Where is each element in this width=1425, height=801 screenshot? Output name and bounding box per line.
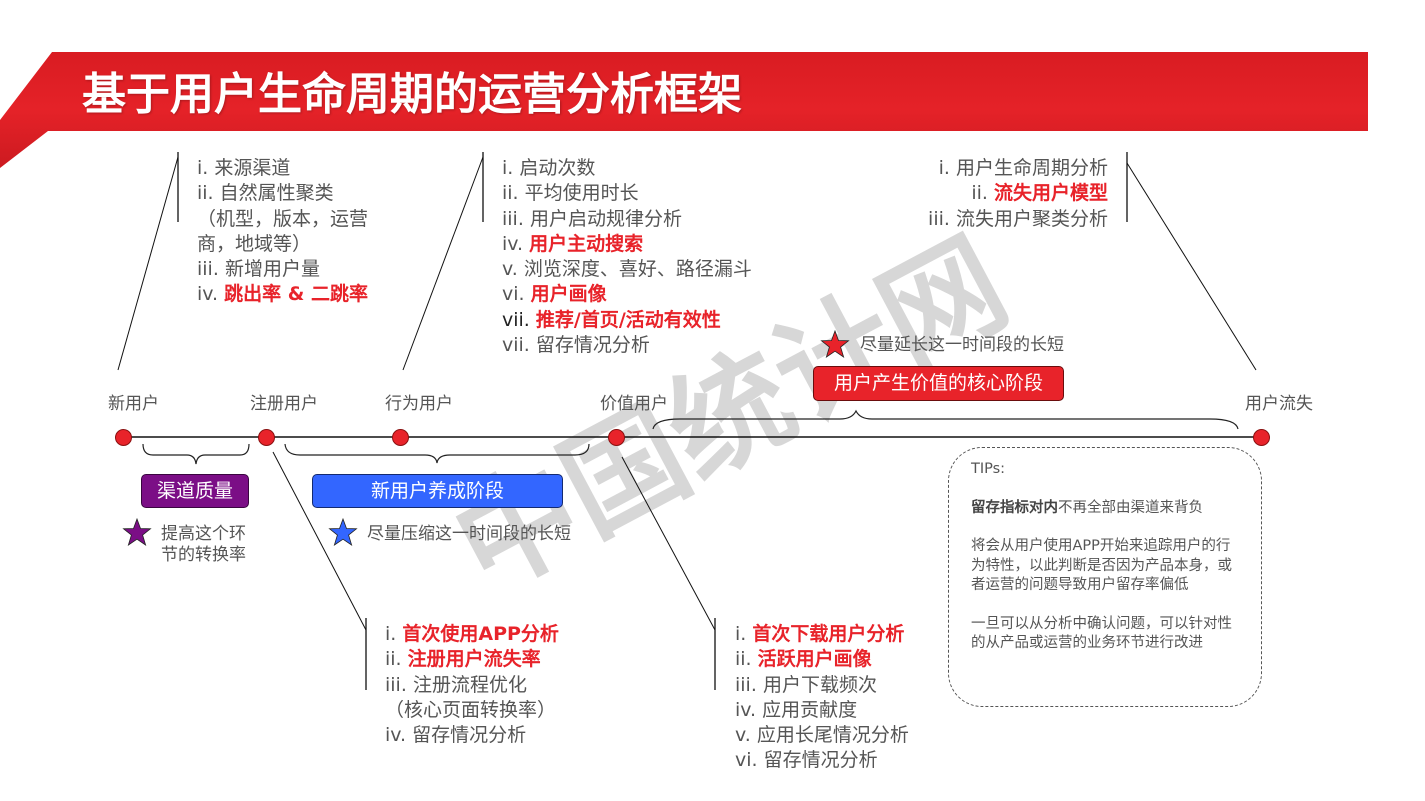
new-user-growth-note: 尽量压缩这一时间段的长短 <box>367 524 571 544</box>
timeline-node-registered-user[interactable] <box>258 429 275 446</box>
list-item: iv. 用户主动搜索 <box>502 232 644 255</box>
list-item: （机型，版本，运营 <box>197 207 369 230</box>
registered-user-metrics-list: i. 首次使用APP分析 ii. 注册用户流失率 iii. 注册流程优化 （核心… <box>385 622 559 748</box>
list-item: i. 首次下载用户分析 <box>735 623 905 645</box>
phase-new-user-growth: 新用户养成阶段 <box>312 474 563 508</box>
title-banner <box>0 52 1368 168</box>
churn-user-metrics-list: i. 用户生命周期分析 ii. 流失用户模型 iii. 流失用户聚类分析 <box>880 156 1108 232</box>
list-item: v. 浏览深度、喜好、路径漏斗 <box>502 258 752 281</box>
list-item: i. 启动次数 <box>502 157 596 179</box>
list-item: iii. 新增用户量 <box>197 258 320 281</box>
list-item: ii. 流失用户模型 <box>971 182 1108 205</box>
list-item: i. 用户生命周期分析 <box>938 157 1108 179</box>
tips-box: TIPs: 留存指标对内不再全部由渠道来背负 将会从用户使用APP开始来追踪用户… <box>948 447 1262 707</box>
list-item: 商，地域等） <box>197 232 312 255</box>
phase-channel-quality: 渠道质量 <box>141 474 249 508</box>
list-item: iii. 流失用户聚类分析 <box>928 207 1108 230</box>
list-item: vi. 留存情况分析 <box>735 749 878 772</box>
phase-core-value: 用户产生价值的核心阶段 <box>813 366 1064 401</box>
channel-quality-note: 提高这个环 节的转换率 <box>161 524 246 565</box>
node-label-value-user: 价值用户 <box>600 394 668 414</box>
list-item: v. 应用长尾情况分析 <box>735 724 909 747</box>
list-item: iii. 用户下载频次 <box>735 673 877 696</box>
list-item: ii. 活跃用户画像 <box>735 648 872 671</box>
list-item: vii. 留存情况分析 <box>502 334 650 357</box>
list-item: vi. 用户画像 <box>502 283 607 306</box>
list-item: i. 来源渠道 <box>197 157 291 179</box>
timeline-node-behavior-user[interactable] <box>392 429 409 446</box>
list-item: iv. 应用贡献度 <box>735 698 858 721</box>
node-label-new-user: 新用户 <box>108 394 159 414</box>
node-label-churn-user: 用户流失 <box>1245 394 1313 414</box>
tips-heading: TIPs: <box>971 461 1006 477</box>
timeline-node-value-user[interactable] <box>608 429 625 446</box>
behavior-user-metrics-list: i. 启动次数 ii. 平均使用时长 iii. 用户启动规律分析 iv. 用户主… <box>502 156 752 358</box>
core-value-note: 尽量延长这一时间段的长短 <box>860 335 1064 355</box>
star-icon-blue <box>328 518 358 546</box>
list-item: i. 首次使用APP分析 <box>385 623 559 645</box>
list-item: vii. 推荐/首页/活动有效性 <box>502 308 721 331</box>
list-item: ii. 平均使用时长 <box>502 182 639 205</box>
tips-paragraph-2: 将会从用户使用APP开始来追踪用户的行为特性，以此判断是否因为产品本身，或者运营… <box>971 538 1232 593</box>
star-icon-red <box>820 330 850 358</box>
list-item: （核心页面转换率） <box>385 698 557 721</box>
list-item: iii. 用户启动规律分析 <box>502 207 682 230</box>
list-item: iii. 注册流程优化 <box>385 673 527 696</box>
list-item: iv. 留存情况分析 <box>385 724 527 747</box>
timeline-node-new-user[interactable] <box>115 429 132 446</box>
page-title: 基于用户生命周期的运营分析框架 <box>82 69 742 120</box>
node-label-behavior-user: 行为用户 <box>385 394 453 414</box>
list-item: ii. 注册用户流失率 <box>385 648 541 671</box>
node-label-registered-user: 注册用户 <box>250 394 318 414</box>
list-item: ii. 自然属性聚类 <box>197 182 334 205</box>
new-user-metrics-list: i. 来源渠道 ii. 自然属性聚类 （机型，版本，运营 商，地域等） iii.… <box>197 156 368 308</box>
tips-paragraph-3: 一旦可以从分析中确认问题，可以针对性的从产品或运营的业务环节进行改进 <box>971 615 1232 652</box>
value-user-metrics-list: i. 首次下载用户分析 ii. 活跃用户画像 iii. 用户下载频次 iv. 应… <box>735 622 909 774</box>
timeline-node-churn-user[interactable] <box>1253 429 1270 446</box>
star-icon-purple <box>122 518 152 546</box>
tips-paragraph-1: 留存指标对内不再全部由渠道来背负 <box>971 499 1203 516</box>
list-item: iv. 跳出率 & 二跳率 <box>197 283 368 306</box>
